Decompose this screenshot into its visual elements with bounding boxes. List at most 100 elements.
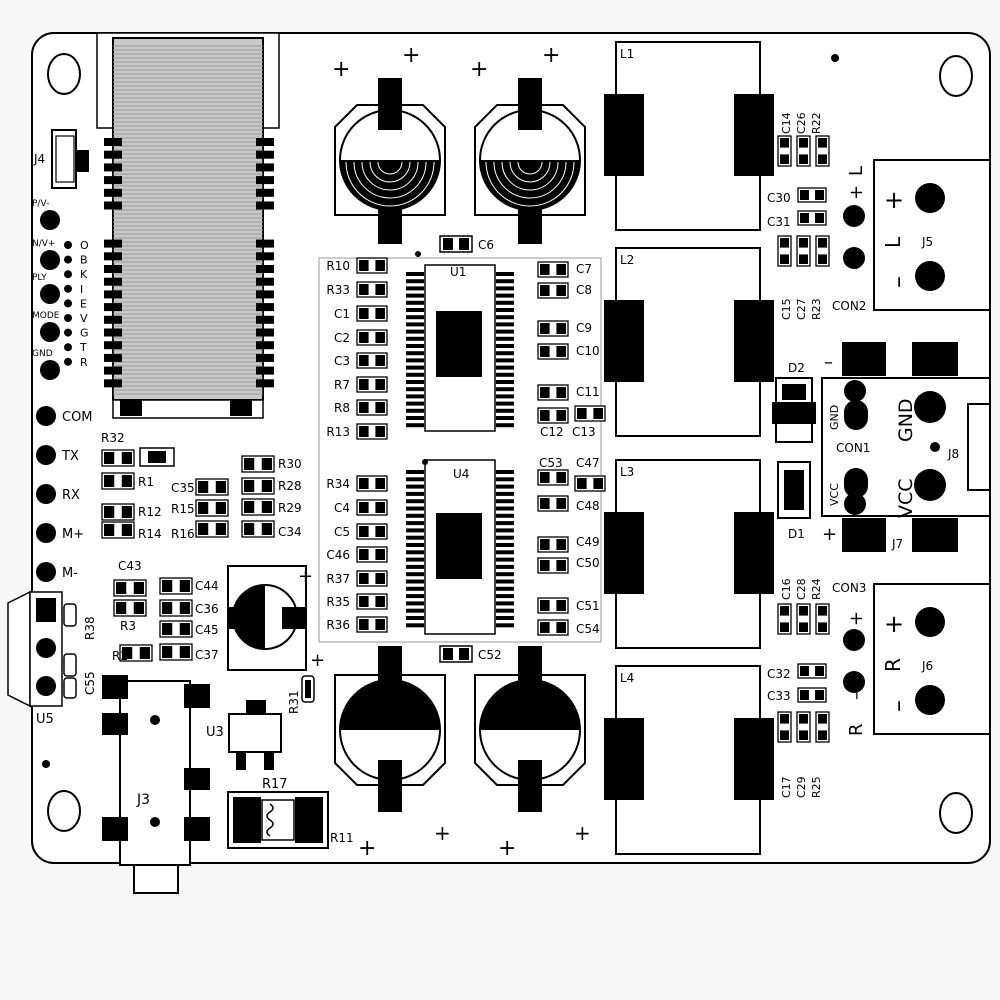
channel-label: L <box>881 236 905 248</box>
ref-label: R12 <box>138 505 162 519</box>
ref-label: C44 <box>195 579 219 593</box>
vcc-label-big: VCC <box>895 478 917 518</box>
ref-label: C11 <box>576 385 600 399</box>
header-pin-label: PLY <box>32 273 47 283</box>
j7-label: J7 <box>891 537 903 551</box>
r31-resistor: R31 <box>287 675 315 714</box>
header-pin-small <box>64 299 72 308</box>
ref-label: C32 <box>767 667 791 681</box>
r2-label: R2 <box>112 649 128 663</box>
amp-ic-area <box>318 257 602 643</box>
smd-passive <box>356 475 388 492</box>
c6-label: C6 <box>478 238 494 252</box>
silkscreen-char: E <box>80 297 87 310</box>
channel-label: R <box>881 658 905 672</box>
smd-passive <box>537 597 569 614</box>
silkscreen-char: K <box>80 268 88 281</box>
silkscreen-char: I <box>80 283 83 296</box>
plus-sign: + <box>332 57 350 82</box>
ref-label: C29 <box>795 776 808 798</box>
ref-label: C17 <box>780 776 793 798</box>
header-pin <box>40 360 60 380</box>
inductor-label: L2 <box>620 253 634 267</box>
d2-diode: D2 <box>772 361 816 443</box>
fiducial-dot <box>831 54 839 62</box>
ref-label: R22 <box>810 112 823 134</box>
fiducial-dot <box>42 760 50 768</box>
smd-passive <box>241 520 275 538</box>
smd-passive <box>195 478 229 496</box>
silkscreen-char: B <box>80 254 88 267</box>
smd-passive <box>797 663 827 679</box>
smd-passive <box>796 711 811 743</box>
smd-passive <box>537 536 569 553</box>
ref-label: C30 <box>767 191 791 205</box>
ref-label: C2 <box>334 331 350 345</box>
plus-sign: + <box>434 821 451 845</box>
ref-label: C14 <box>780 112 793 134</box>
smd-passive <box>241 498 275 516</box>
d1-diode: D1 <box>777 461 811 541</box>
inductor-label: L3 <box>620 465 634 479</box>
ref-label: C37 <box>195 648 219 662</box>
con-label: CON2 <box>832 299 866 313</box>
smd-passive <box>159 620 193 638</box>
ref-label: R37 <box>326 572 350 586</box>
ref-label: R13 <box>326 425 350 439</box>
ref-label: C33 <box>767 689 791 703</box>
mounting-hole-br <box>939 792 973 834</box>
smd-passive <box>797 187 827 203</box>
smd-passive <box>101 449 135 467</box>
smd-passive <box>356 399 388 416</box>
plus-sign: + <box>470 57 488 82</box>
smd-passive <box>159 577 193 595</box>
smd-passive <box>777 235 792 267</box>
ref-label: C45 <box>195 623 219 637</box>
header-pin-small <box>64 255 72 264</box>
silkscreen-char: T <box>79 341 87 354</box>
smd-passive <box>356 570 388 587</box>
ref-label: C54 <box>576 622 600 636</box>
mounting-hole-bl <box>47 790 81 832</box>
ref-label: C48 <box>576 499 600 513</box>
header-pin-small <box>64 284 72 293</box>
smd-passive <box>101 503 135 521</box>
smd-passive <box>113 599 147 617</box>
ref-label: R28 <box>278 479 302 493</box>
con-label: CON3 <box>832 581 866 595</box>
silkscreen-char: V <box>80 312 88 325</box>
header-pin <box>40 284 60 304</box>
ref-label: C5 <box>334 525 350 539</box>
smd-passive <box>797 687 827 703</box>
smd-passive <box>195 499 229 517</box>
smd-passive <box>119 644 153 662</box>
r17-resistor: R17 <box>227 777 329 849</box>
con1-label: CON1 <box>836 441 870 455</box>
plus-sign: + <box>498 836 516 861</box>
header-pin-label: GND <box>32 349 53 359</box>
smd-passive <box>101 472 135 490</box>
ref-label: C1 <box>334 307 350 321</box>
terminal-label: J5 <box>921 235 933 249</box>
smd-passive <box>356 593 388 610</box>
smd-passive <box>356 546 388 563</box>
ref-label: C4 <box>334 501 350 515</box>
inductor-label: L4 <box>620 671 634 685</box>
ref-label: R33 <box>326 283 350 297</box>
electrolytic-capacitor: ++ <box>470 43 586 244</box>
ref-label: C10 <box>576 344 600 358</box>
terminal-label: J6 <box>921 659 933 673</box>
smd-passive <box>537 495 569 512</box>
plus-sign: + <box>358 836 376 861</box>
plus-sign: + <box>822 524 837 545</box>
smd-passive <box>195 520 229 538</box>
smd-passive <box>113 579 147 597</box>
smd-passive <box>815 235 830 267</box>
ref-label: R34 <box>326 477 350 491</box>
header-pin-label: MODE <box>32 311 60 321</box>
smd-passive <box>537 384 569 401</box>
gnd-label-big: GND <box>895 398 917 442</box>
gnd-label: GND <box>828 405 841 430</box>
c6-capacitor: C6 <box>439 235 494 253</box>
